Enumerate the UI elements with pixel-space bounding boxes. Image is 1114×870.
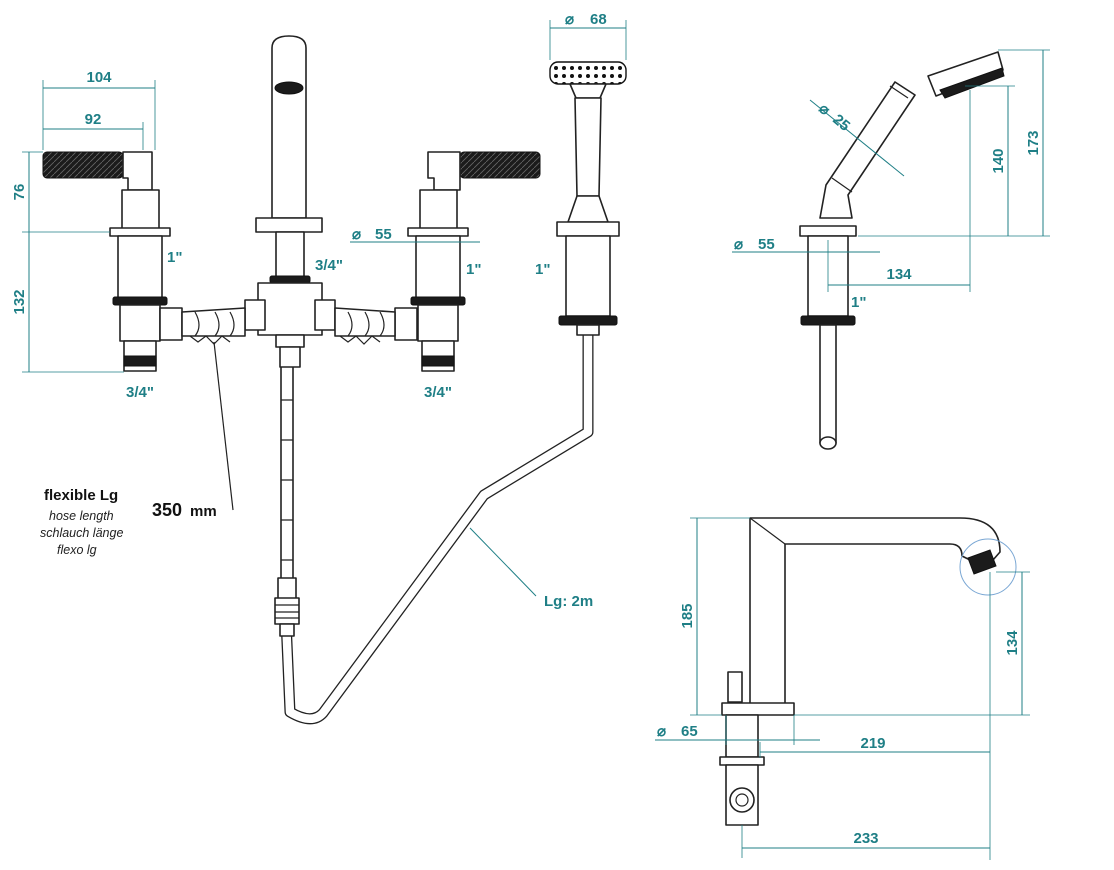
svg-text:219: 219 bbox=[860, 735, 885, 752]
right-valve bbox=[407, 151, 541, 372]
dim-diameter-55: ⌀ 55 bbox=[350, 226, 480, 243]
flexible-label: flexible Lg hose length schlauch länge f… bbox=[40, 341, 234, 557]
svg-text:⌀: ⌀ bbox=[657, 723, 666, 740]
flexible-line-1: hose length bbox=[49, 509, 114, 523]
left-valve bbox=[42, 151, 171, 372]
svg-text:140: 140 bbox=[990, 148, 1007, 173]
mixer-outlet-hose bbox=[274, 364, 300, 637]
dim-diameter-68: ⌀ 68 bbox=[549, 11, 627, 60]
dim-104: 104 bbox=[42, 69, 156, 150]
outlet-detail-circle bbox=[959, 538, 1017, 596]
dim-134-spout: 134 bbox=[794, 571, 1030, 716]
flexible-line-3: flexo lg bbox=[57, 543, 97, 557]
dim-diameter-65: ⌀ 65 bbox=[655, 715, 820, 745]
right-handle-grip bbox=[459, 151, 541, 179]
svg-text:76: 76 bbox=[11, 184, 28, 201]
left-handle-grip bbox=[42, 151, 124, 179]
svg-text:25: 25 bbox=[829, 111, 853, 135]
flexible-leader-line bbox=[213, 341, 234, 511]
svg-text:Lg: 2m: Lg: 2m bbox=[544, 593, 593, 610]
hand-shower-side bbox=[799, 51, 1005, 450]
svg-text:55: 55 bbox=[375, 226, 392, 243]
thread-right-bottom: 3/4" bbox=[424, 384, 452, 401]
svg-text:65: 65 bbox=[681, 723, 698, 740]
svg-text:⌀: ⌀ bbox=[565, 11, 574, 28]
dim-219: 219 bbox=[759, 572, 991, 860]
dim-76: 76 bbox=[11, 151, 110, 233]
thread-hand-shower: 1" bbox=[535, 261, 550, 278]
svg-text:173: 173 bbox=[1025, 130, 1042, 155]
svg-text:⌀: ⌀ bbox=[734, 236, 743, 253]
dim-134-side: 134 bbox=[827, 90, 971, 292]
dim-140: 140 bbox=[858, 85, 1015, 237]
thread-center: 3/4" bbox=[315, 257, 343, 274]
svg-text:104: 104 bbox=[86, 69, 112, 86]
spout-side-view bbox=[719, 517, 1017, 826]
dim-diameter-55-side: ⌀ 55 bbox=[732, 236, 880, 253]
hose-length-label: Lg: 2m bbox=[469, 527, 593, 610]
hand-shower-front bbox=[549, 61, 627, 336]
svg-text:134: 134 bbox=[1004, 630, 1021, 656]
svg-text:233: 233 bbox=[853, 830, 878, 847]
dim-173: 173 bbox=[998, 49, 1050, 237]
thread-side-view: 1" bbox=[851, 294, 866, 311]
flexible-line-2: schlauch länge bbox=[40, 526, 123, 540]
dim-233: 233 bbox=[741, 825, 990, 858]
hand-shower-hose bbox=[280, 329, 594, 725]
right-connector-pipe bbox=[334, 307, 418, 345]
left-handle-lever bbox=[122, 151, 153, 191]
flexible-title: flexible Lg bbox=[44, 487, 118, 504]
dim-185: 185 bbox=[679, 517, 750, 716]
svg-text:68: 68 bbox=[590, 11, 607, 28]
flexible-unit: mm bbox=[190, 503, 217, 520]
svg-text:92: 92 bbox=[85, 111, 102, 128]
center-spout bbox=[244, 35, 336, 368]
svg-text:⌀: ⌀ bbox=[352, 226, 361, 243]
dim-92: 92 bbox=[43, 111, 144, 150]
svg-text:132: 132 bbox=[11, 289, 28, 314]
left-connector-pipe bbox=[159, 307, 246, 345]
thread-left-bottom: 3/4" bbox=[126, 384, 154, 401]
dim-132: 132 bbox=[11, 232, 124, 373]
svg-text:55: 55 bbox=[758, 236, 775, 253]
thread-left-top: 1" bbox=[167, 249, 182, 266]
flexible-length: 350 bbox=[152, 500, 182, 520]
svg-text:134: 134 bbox=[886, 266, 912, 283]
thread-right-top: 1" bbox=[466, 261, 481, 278]
hose-leader-line bbox=[469, 527, 537, 597]
svg-text:185: 185 bbox=[679, 603, 696, 628]
right-handle-lever bbox=[427, 151, 461, 191]
